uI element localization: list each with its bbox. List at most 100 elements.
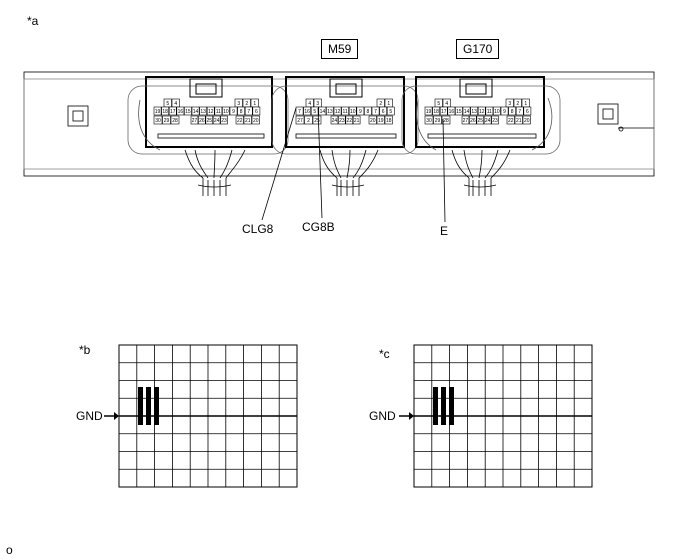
pins-mid-row3-pin-label: 19	[378, 118, 384, 124]
connector-right	[401, 76, 561, 155]
wire-harness	[138, 97, 553, 196]
pins-right-row2-pin-label: 18	[433, 109, 439, 115]
pins-left-row3-pin-label: 28	[172, 118, 178, 124]
pins-right-row3-pin-label: 21	[516, 118, 522, 124]
pins-right-row2-cell	[493, 106, 501, 116]
pins-left-row2-pin-label: 17	[170, 109, 176, 115]
pins-right-row3-cell	[469, 115, 477, 125]
pins-left-row3-cell	[205, 115, 214, 125]
pins-right-row2-cell	[515, 106, 524, 116]
pins-left-row2-pin-label: 9	[232, 109, 235, 115]
waveform-b	[119, 387, 297, 425]
gnd-arrow-c	[399, 412, 414, 420]
pins-mid-row2-pin-label: 10	[350, 109, 356, 115]
pins-left-row3-pin-label: 23	[221, 118, 227, 124]
pins-mid-row2-cell	[348, 106, 357, 116]
pins-left-row2-cell	[252, 106, 261, 116]
footer-mark: o	[6, 543, 13, 557]
pins-left-row3-cell	[220, 115, 228, 125]
leader-e	[442, 118, 446, 223]
pins-left-row2-pin-label: 15	[185, 109, 191, 115]
pins-mid-row2-pin-label: 16	[304, 109, 310, 115]
pins-mid-row3-cell	[338, 115, 346, 125]
pins-left-row2-pin-label: 16	[178, 109, 184, 115]
pins-mid-row3-cell	[384, 115, 393, 125]
pins-left-row3-pin-label: 26	[199, 118, 205, 124]
pins-left-row2-pin-label: 10	[223, 109, 229, 115]
pins-mid-top-pin-label: 2	[379, 101, 382, 107]
pins-right-row2-pin-label: 9	[503, 109, 506, 115]
figure-label-b: *b	[79, 343, 91, 357]
pins-mid-row2-cell	[326, 106, 334, 116]
pins-mid-top-pin-label: 3	[316, 101, 319, 107]
pins-mid-row3-cell	[304, 115, 313, 125]
pins-left-row2-pin-label: 19	[155, 109, 161, 115]
pins-mid-row2-pin-label: 11	[343, 109, 348, 115]
pins-left-row3-cell	[212, 115, 221, 125]
pins-mid-row2-pin-label: 6	[382, 109, 385, 115]
pins-left-row3-cell	[190, 115, 199, 125]
pins-left-row2-cell	[161, 106, 170, 116]
pins-left-row2-cell	[214, 106, 223, 116]
pins-left-top-pin-label: 1	[253, 101, 256, 107]
pins-mid-row2-cell	[379, 106, 388, 116]
pins-right-row3-pin-label: 20	[524, 118, 530, 124]
pins-left-row2-pin-label: 18	[162, 109, 168, 115]
pins-mid-row3-cell	[376, 115, 385, 125]
pins-mid-row3-cell	[295, 115, 305, 125]
pins-mid-row3-cell	[312, 115, 322, 125]
pins-right-row2-pin-label: 15	[456, 109, 462, 115]
pins-left-row2-pin-label: 14	[193, 109, 199, 115]
pins-mid-row3-pin-label: 21	[354, 118, 360, 124]
pins-left-row3-pin-label: 30	[155, 118, 161, 124]
pins-mid-row2-cell	[356, 106, 365, 116]
pins-right-top-pin-label: 1	[524, 101, 527, 107]
pins-mid-row3-pin-label: 20	[370, 118, 376, 124]
pins-mid-row3-pin-label: 24	[332, 118, 338, 124]
pins-mid-row2-cell	[318, 106, 327, 116]
pins-left-row3-pin-label: 21	[245, 118, 251, 124]
pins-right-row3-cell	[506, 115, 515, 125]
pins-right-row3-pin-label: 24	[485, 118, 491, 124]
pins-mid-row3-pin-label: 18	[386, 118, 392, 124]
pins-right-row3-pin-label: 23	[492, 118, 498, 124]
pins-mid-top-pin-label: 1	[387, 101, 390, 107]
waveform-pulse	[154, 387, 159, 425]
pins-right-row3-pin-label: 28	[443, 118, 449, 124]
pins-right-row2-pin-label: 19	[426, 109, 432, 115]
pins-left-row3-pin-label: 29	[164, 118, 170, 124]
pins-left-row3-pin-label: 24	[214, 118, 220, 124]
pins-mid-top-pin-label: 4	[308, 101, 311, 107]
figure-label-c: *c	[379, 347, 390, 361]
pins-left-row3-cell	[198, 115, 206, 125]
pins-mid-row3-cell	[368, 115, 377, 125]
pins-right-top-pin-label: 2	[516, 101, 519, 107]
pins-mid-row2-cell	[341, 106, 350, 116]
pins-right-row2-cell	[485, 106, 494, 116]
pins-left-row2-pin-label: 7	[247, 109, 250, 115]
pins-mid-row3-pin-label: 23	[339, 118, 345, 124]
pins-right-row2-pin-label: 7	[518, 109, 521, 115]
pins-mid-row3-pin-label: 25	[314, 118, 320, 124]
pins-right-row3-cell	[476, 115, 484, 125]
pins-mid-row2-pin-label: 12	[335, 109, 341, 115]
pins-left-row3-cell	[243, 115, 252, 125]
pins-left-row3-cell	[251, 115, 260, 125]
pins-mid-row2-pin-label: 13	[327, 109, 333, 115]
leader-clg8	[261, 107, 297, 221]
callout-cg8b: CG8B	[302, 220, 335, 234]
pins-right-row2-pin-label: 12	[479, 109, 485, 115]
pins-right-row2-cell	[500, 106, 509, 116]
waveform-pulse	[146, 387, 151, 425]
pins-left-row2-cell	[222, 106, 230, 116]
pins-mid-row2-cell	[371, 106, 380, 116]
pins-mid-row2-cell	[303, 106, 312, 116]
pins-right-row2-pin-label: 10	[494, 109, 500, 115]
pins-left-row2-cell	[184, 106, 192, 116]
pins-mid-row2-pin-label: 9	[359, 109, 362, 115]
pins-left-row2-cell	[237, 106, 246, 116]
pins-left-row2-cell	[168, 106, 177, 116]
pins-mid-row3-pin-label: 27	[297, 118, 303, 124]
